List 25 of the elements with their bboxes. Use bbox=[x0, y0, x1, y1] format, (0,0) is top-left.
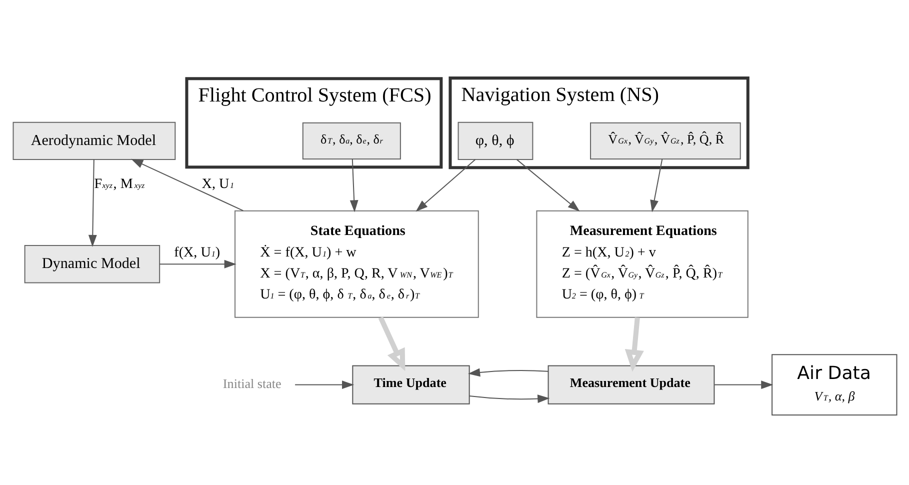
arrow bbox=[624, 317, 644, 372]
arrow bbox=[294, 380, 354, 390]
node-box: Aerodynamic Model bbox=[12, 122, 176, 160]
node-box: Measurement Equations Z = h(X, U2) + v Z = (V̂Gx, V̂Gy, V̂Gz, P̂, Q̂, R̂)T U2 = (φ, θ, ϕ)T bbox=[536, 210, 748, 318]
arrow bbox=[467, 368, 548, 377]
node-box: Measurement Update bbox=[547, 365, 714, 404]
node-box: δT, δa, δe, δr bbox=[302, 122, 400, 160]
edge-label: Fxyz, Mxyz bbox=[94, 176, 144, 192]
arrow bbox=[468, 394, 550, 404]
node-text: Initial state bbox=[222, 376, 281, 392]
arrow bbox=[130, 158, 243, 212]
node-box: φ, θ, ϕ bbox=[457, 122, 533, 160]
arrow bbox=[378, 316, 405, 372]
node-box: Time Update bbox=[352, 365, 470, 404]
edge-label: X, U1 bbox=[201, 176, 234, 192]
arrow bbox=[159, 260, 236, 268]
arrow bbox=[516, 159, 580, 212]
arrow bbox=[714, 380, 773, 390]
arrow bbox=[349, 159, 358, 212]
arrow bbox=[88, 160, 96, 247]
node-box: V̂Gx, V̂Gy, V̂Gz, P̂, Q̂, R̂ bbox=[590, 122, 740, 160]
edge-label: f(X, U1) bbox=[174, 244, 220, 260]
node-box: Dynamic Model bbox=[24, 245, 160, 284]
node-box: Air Data VT, α, β bbox=[771, 354, 897, 416]
arrow bbox=[415, 159, 476, 212]
